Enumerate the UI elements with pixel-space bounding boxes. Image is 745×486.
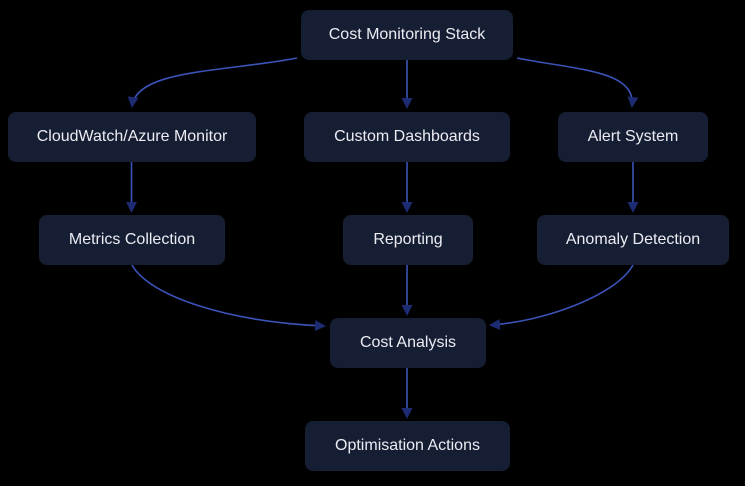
node-label: Reporting bbox=[373, 231, 443, 248]
node-anomaly-detection: Anomaly Detection bbox=[537, 215, 729, 265]
node-cost-analysis: Cost Analysis bbox=[330, 318, 486, 368]
node-label: Metrics Collection bbox=[68, 231, 196, 248]
node-label: Optimisation Actions bbox=[335, 437, 480, 454]
node-metrics-collection: Metrics Collection bbox=[39, 215, 225, 265]
node-label: Cost Analysis bbox=[359, 334, 457, 351]
node-label: Cost Monitoring Stack bbox=[328, 26, 486, 43]
node-label: Alert System bbox=[587, 128, 679, 145]
edge-anomaly-to-analysis bbox=[489, 264, 634, 330]
node-alert-system: Alert System bbox=[558, 112, 708, 162]
node-label: CloudWatch/Azure Monitor bbox=[36, 128, 228, 145]
node-label: Custom Dashboards bbox=[334, 128, 480, 145]
node-cost-monitoring-stack: Cost Monitoring Stack bbox=[301, 10, 513, 60]
edge-root-to-alert bbox=[516, 57, 639, 108]
node-label: Anomaly Detection bbox=[565, 231, 701, 248]
node-reporting: Reporting bbox=[343, 215, 473, 265]
edge-metrics-to-analysis bbox=[131, 264, 326, 332]
node-optimisation-actions: Optimisation Actions bbox=[305, 421, 510, 471]
node-cloudwatch-azure-monitor: CloudWatch/Azure Monitor bbox=[8, 112, 256, 162]
edge-root-to-cloudwatch bbox=[127, 57, 298, 108]
node-custom-dashboards: Custom Dashboards bbox=[304, 112, 510, 162]
